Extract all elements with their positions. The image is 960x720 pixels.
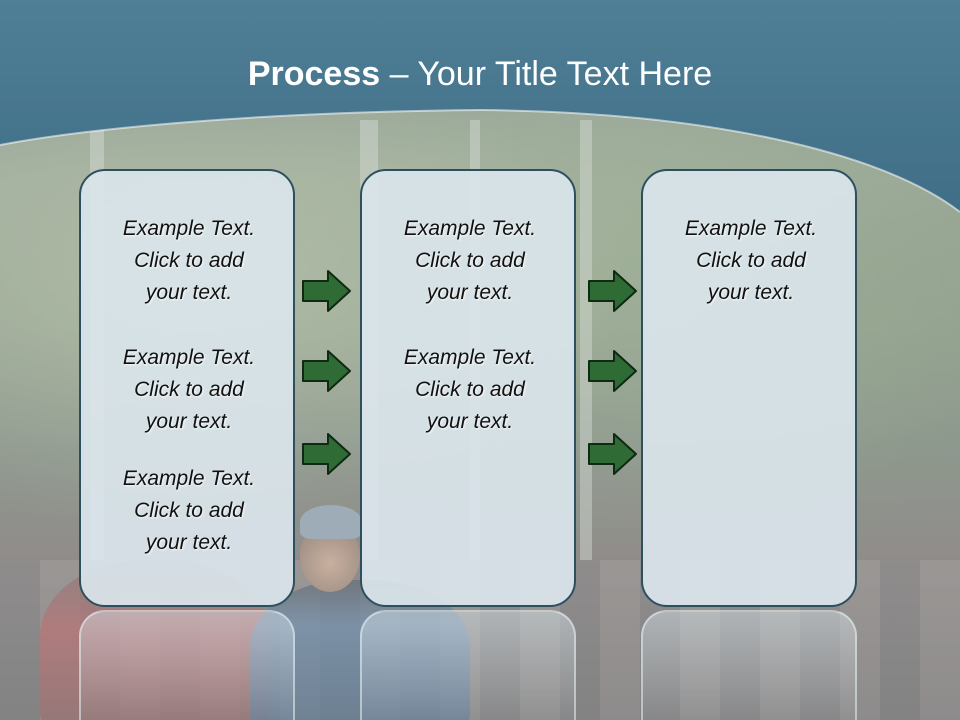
right-arrow-icon [588,350,637,392]
text-line: Click to add [696,249,806,272]
slide-title[interactable]: Process – Your Title Text Here [0,52,960,96]
title-rest: – Your Title Text Here [380,55,713,93]
box-reflection [360,610,576,720]
box-text[interactable]: Example Text. Click to add your text. [362,342,578,438]
box-text[interactable]: Example Text. Click to add your text. [362,213,578,309]
box-text[interactable]: Example Text. Click to add your text. [643,213,859,309]
text-line: your text. [145,281,233,304]
text-line: Click to add [134,378,244,401]
text-line: Example Text. [122,346,256,369]
person-hat [300,505,362,539]
process-box-2[interactable]: Example Text. Click to add your text. Ex… [360,169,576,607]
tree-trunk [580,120,592,590]
right-arrow-icon [588,433,637,475]
text-line: your text. [426,281,514,304]
process-box-3[interactable]: Example Text. Click to add your text. [641,169,857,607]
box-text[interactable]: Example Text. Click to add your text. [81,213,297,309]
title-bold: Process [247,55,381,93]
text-line: your text. [145,410,233,433]
box-reflection [79,610,295,720]
right-arrow-icon [302,433,351,475]
text-line: Example Text. [403,217,537,240]
text-line: Example Text. [403,346,537,369]
text-line: your text. [426,410,514,433]
text-line: Click to add [415,378,525,401]
text-line: your text. [707,281,795,304]
text-line: Example Text. [122,217,256,240]
text-line: Click to add [134,499,244,522]
box-text[interactable]: Example Text. Click to add your text. [81,342,297,438]
right-arrow-icon [302,270,351,312]
title-banner [0,0,960,213]
text-line: Example Text. [684,217,818,240]
box-text[interactable]: Example Text. Click to add your text. [81,463,297,559]
text-line: Click to add [415,249,525,272]
text-line: Example Text. [122,467,256,490]
process-box-1[interactable]: Example Text. Click to add your text. Ex… [79,169,295,607]
right-arrow-icon [302,350,351,392]
text-line: Click to add [134,249,244,272]
box-reflection [641,610,857,720]
text-line: your text. [145,531,233,554]
right-arrow-icon [588,270,637,312]
